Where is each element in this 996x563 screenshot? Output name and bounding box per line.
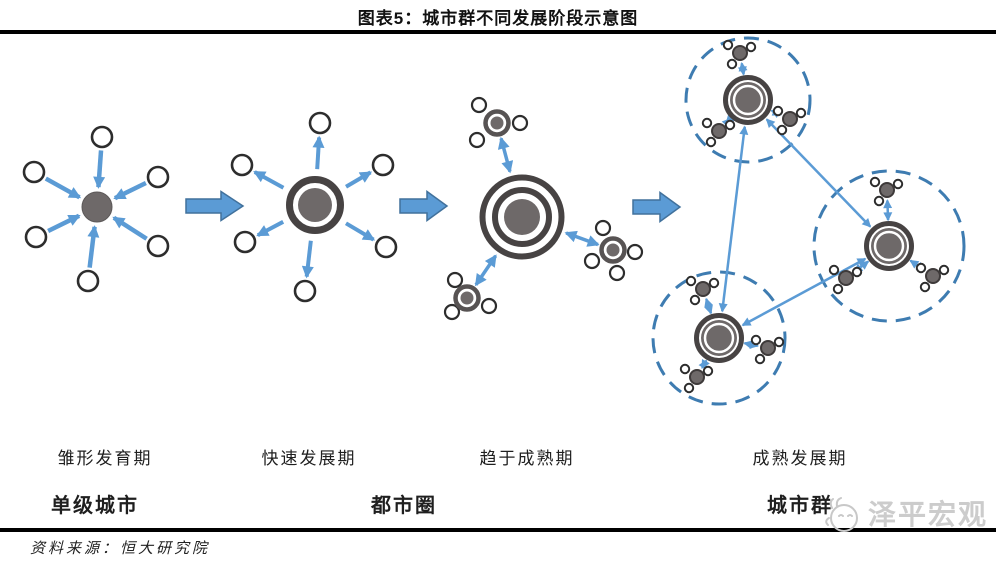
figure-title: 图表5：城市群不同发展阶段示意图 xyxy=(357,9,639,28)
category-label-city-cluster: 城市群 xyxy=(767,495,833,517)
brand-name: 泽平宏观 xyxy=(868,499,989,530)
category-label-single-city: 单级城市 xyxy=(51,495,139,517)
stage-label-embryonic: 雏形发育期 xyxy=(57,449,153,468)
stage-label-mature: 成熟发展期 xyxy=(752,449,848,468)
brand-watermark: 泽平宏观 xyxy=(820,494,988,536)
category-label-metro-area: 都市圈 xyxy=(371,495,437,517)
top-rule xyxy=(0,30,996,34)
stage-label-maturing: 趋于成熟期 xyxy=(479,449,575,468)
stage-label-rapid: 快速发展期 xyxy=(261,449,357,468)
mascot-icon xyxy=(825,497,858,532)
source-note: 资料来源：恒大研究院 xyxy=(30,541,211,557)
bottom-rule xyxy=(0,528,996,532)
